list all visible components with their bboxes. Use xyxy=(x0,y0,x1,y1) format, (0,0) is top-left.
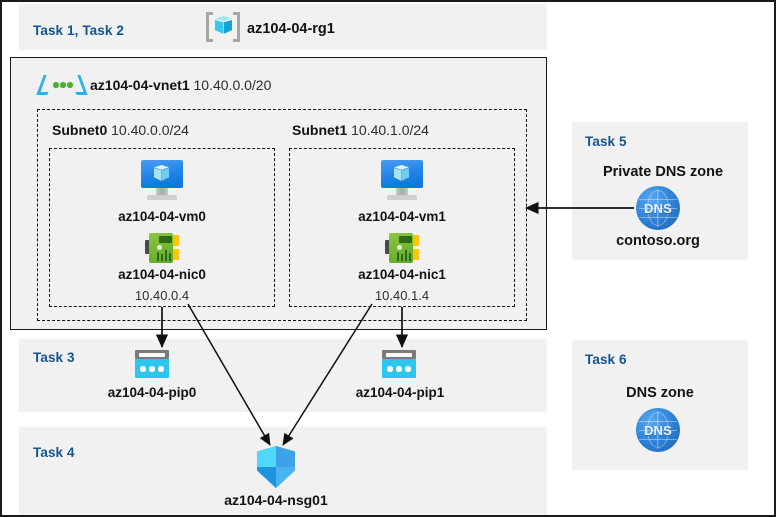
subnet0-heading: Subnet0 10.40.0.0/24 xyxy=(52,122,189,138)
task3-panel xyxy=(19,339,547,412)
pip1-name: az104-04-pip1 xyxy=(355,385,445,400)
private-dns-zone-title: Private DNS zone xyxy=(602,164,724,180)
private-dns-zone-name: contoso.org xyxy=(616,233,700,249)
dns-zone-title: DNS zone xyxy=(626,385,694,401)
pip0-name: az104-04-pip0 xyxy=(107,385,197,400)
nic0-name: az104-04-nic0 xyxy=(118,267,206,282)
dns-zone-icon-public: DNS xyxy=(636,408,680,452)
vm1-name: az104-04-vm1 xyxy=(358,209,446,224)
network-security-group-icon xyxy=(257,446,295,488)
subnet1-name: Subnet1 xyxy=(292,122,348,138)
subnet1-cidr: 10.40.1.0/24 xyxy=(351,122,429,138)
dns-icon-text: DNS xyxy=(643,200,673,216)
network-interface-icon-nic0 xyxy=(145,233,179,263)
subnet1-heading: Subnet1 10.40.1.0/24 xyxy=(292,122,429,138)
subnet1-resources-box xyxy=(289,148,515,307)
nic1-name: az104-04-nic1 xyxy=(358,267,446,282)
nic0-private-ip: 10.40.0.4 xyxy=(134,288,190,303)
task-label-4: Task 4 xyxy=(33,445,75,460)
task-label-6: Task 6 xyxy=(585,352,627,367)
public-ip-address-icon-pip0 xyxy=(135,350,169,378)
nsg-name: az104-04-nsg01 xyxy=(224,492,328,508)
vnet-name: az104-04-vnet1 xyxy=(90,77,190,93)
nic1-private-ip: 10.40.1.4 xyxy=(374,288,430,303)
virtual-machine-icon-vm1 xyxy=(380,160,424,200)
task-label-5: Task 5 xyxy=(585,134,627,149)
dns-zone-icon-private: DNS xyxy=(636,186,680,230)
vnet-heading: az104-04-vnet1 10.40.0.0/20 xyxy=(90,77,271,93)
resource-group-band xyxy=(19,4,547,50)
subnet0-cidr: 10.40.0.0/24 xyxy=(111,122,189,138)
subnets-container xyxy=(37,109,527,321)
virtual-network-panel xyxy=(10,57,547,330)
public-ip-address-icon-pip1 xyxy=(382,350,416,378)
network-interface-icon-nic1 xyxy=(385,233,419,263)
vm0-name: az104-04-vm0 xyxy=(118,209,206,224)
dns-icon-text: DNS xyxy=(643,422,673,438)
virtual-network-icon xyxy=(36,72,88,98)
virtual-machine-icon-vm0 xyxy=(140,160,184,200)
resource-group-icon xyxy=(206,10,240,44)
resource-group-name: az104-04-rg1 xyxy=(247,21,335,37)
task-label-3: Task 3 xyxy=(33,350,75,365)
subnet0-resources-box xyxy=(49,148,275,307)
vnet-address-space: 10.40.0.0/20 xyxy=(193,77,272,93)
subnet0-name: Subnet0 xyxy=(52,122,108,138)
task-label-1-2: Task 1, Task 2 xyxy=(33,23,124,38)
